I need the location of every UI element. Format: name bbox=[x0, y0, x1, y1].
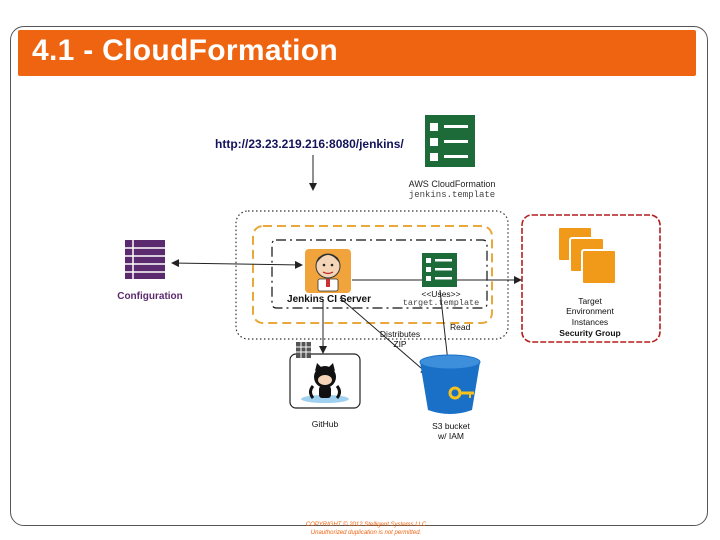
cloudformation-label: AWS CloudFormation bbox=[408, 179, 496, 189]
jenkins-icon bbox=[305, 249, 351, 293]
title-bar: 4.1 - CloudFormation bbox=[18, 30, 696, 76]
slide-title: 4.1 - CloudFormation bbox=[32, 34, 338, 67]
distributes-label-line2: ZIP bbox=[393, 339, 407, 349]
cloudformation-file: jenkins.template bbox=[408, 190, 496, 200]
distributes-arrow bbox=[339, 297, 429, 375]
read-label: Read bbox=[450, 322, 471, 332]
security-group-label: Security Group bbox=[559, 328, 621, 338]
jenkins-label: Jenkins CI Server bbox=[287, 294, 371, 305]
target-line2: Environment bbox=[566, 306, 614, 316]
configuration-icon bbox=[125, 240, 165, 279]
cloudformation-template-icon bbox=[425, 115, 475, 167]
config-arrow bbox=[171, 259, 303, 269]
slide-frame bbox=[10, 26, 708, 526]
target-template-icon bbox=[422, 253, 457, 287]
ec2-instances-icon bbox=[557, 226, 617, 285]
copyright-line2: Unauthorized duplication is not permitte… bbox=[310, 530, 422, 536]
distributes-label-line1: Distributes bbox=[379, 329, 421, 339]
copyright-line1: COPYRIGHT © 2012 Stelligent Systems LLC bbox=[305, 522, 427, 528]
s3-label-line2: w/ IAM bbox=[438, 431, 464, 441]
security-group-box bbox=[521, 214, 661, 343]
github-label: GitHub bbox=[311, 419, 339, 429]
target-line1: Target bbox=[578, 296, 602, 306]
read-arrow bbox=[439, 289, 452, 363]
uses-file: target.template bbox=[402, 298, 480, 308]
outer-dotted-boundary bbox=[235, 210, 509, 340]
uses-label: <<Uses>> bbox=[421, 289, 461, 299]
orange-dashed-boundary bbox=[252, 225, 493, 324]
s3-bucket-icon bbox=[419, 354, 481, 414]
target-line3: Instances bbox=[571, 317, 609, 327]
dashdot-boundary bbox=[271, 239, 488, 309]
jenkins-url[interactable]: http://23.23.219.216:8080/jenkins/ bbox=[215, 137, 404, 151]
configuration-label: Configuration bbox=[117, 291, 183, 302]
s3-label-line1: S3 bucket bbox=[432, 421, 470, 431]
github-icon bbox=[289, 342, 361, 409]
